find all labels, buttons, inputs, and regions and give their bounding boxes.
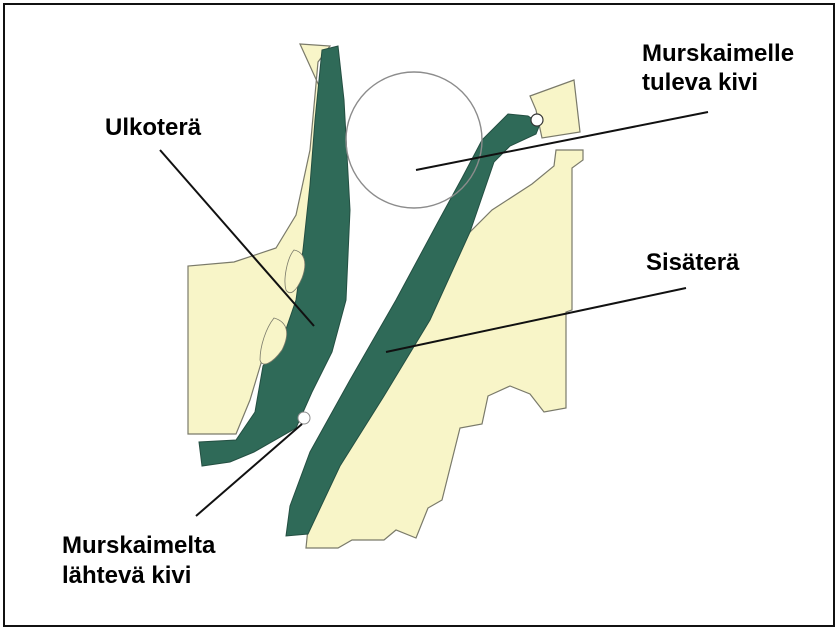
pointer-line-outgoing-stone — [195, 423, 303, 517]
label-incoming-stone-line1: Murskaimelle — [642, 40, 795, 67]
label-outgoing-stone-line2: lähtevä kivi — [62, 562, 192, 589]
label-outer-blade: Ulkoterä — [105, 114, 202, 141]
pointer-line-outer-blade — [159, 149, 315, 327]
label-incoming-stone-line2: tuleva kivi — [642, 69, 759, 96]
label-outgoing-stone-line1: Murskaimelta — [62, 532, 216, 559]
pointer-line-incoming-stone — [415, 111, 709, 171]
pointer-line-inner-blade — [385, 287, 687, 353]
outgoing-stone-circle — [297, 411, 311, 425]
pivot-pin — [530, 113, 544, 127]
outer-blade-window — [259, 317, 288, 365]
outer-blade-window — [284, 249, 306, 294]
incoming-stone-circle — [345, 71, 483, 209]
label-inner-blade: Sisäterä — [646, 249, 740, 276]
